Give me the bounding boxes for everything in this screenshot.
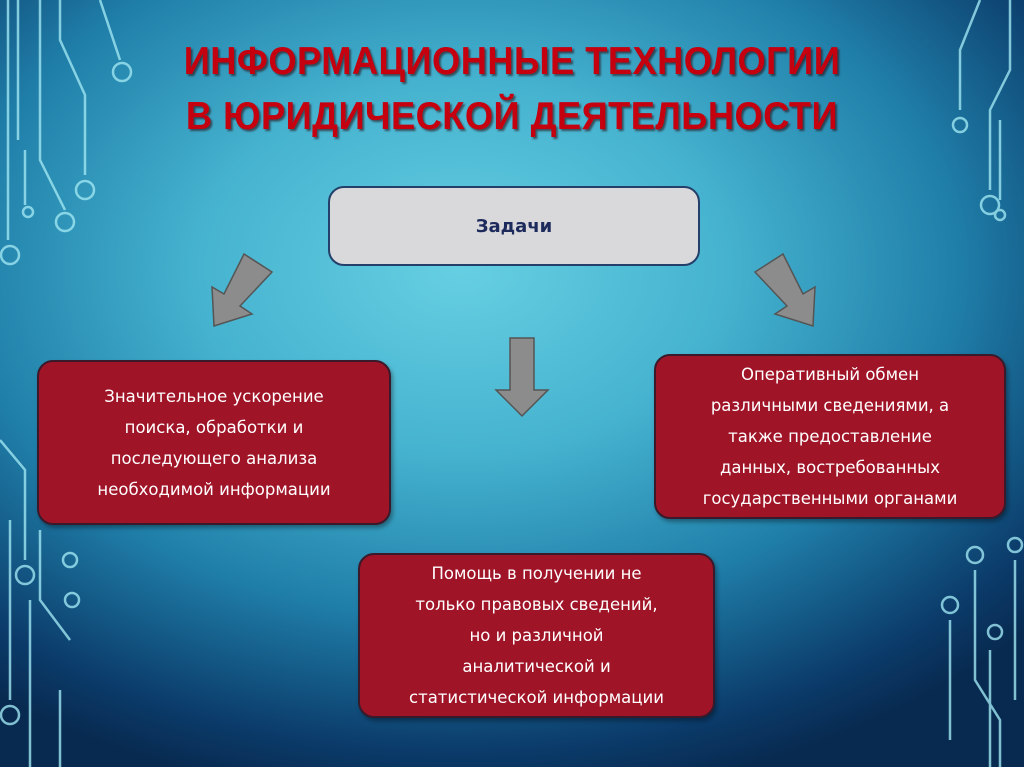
task-text: Помощь в получении не только правовых св… (409, 564, 664, 707)
task-text: Значительное ускорение поиска, обработки… (97, 386, 331, 499)
task-box-exchange: Оперативный обмен различными сведениями,… (654, 354, 1006, 519)
slide-title-line1: ИНФОРМАЦИОННЫЕ ТЕХНОЛОГИИ (183, 40, 841, 83)
root-box-tasks: Задачи (328, 186, 700, 266)
arrow-down-icon (494, 337, 550, 418)
slide-title-line2: В ЮРИДИЧЕСКОЙ ДЕЯТЕЛЬНОСТИ (185, 95, 839, 138)
task-text: Оперативный обмен различными сведениями,… (702, 365, 958, 508)
task-box-help: Помощь в получении не только правовых св… (358, 553, 715, 718)
root-label: Задачи (475, 215, 553, 237)
arrow-down-right-icon (753, 252, 816, 328)
arrow-down-left-icon (211, 252, 274, 328)
task-box-search: Значительное ускорение поиска, обработки… (37, 360, 391, 525)
